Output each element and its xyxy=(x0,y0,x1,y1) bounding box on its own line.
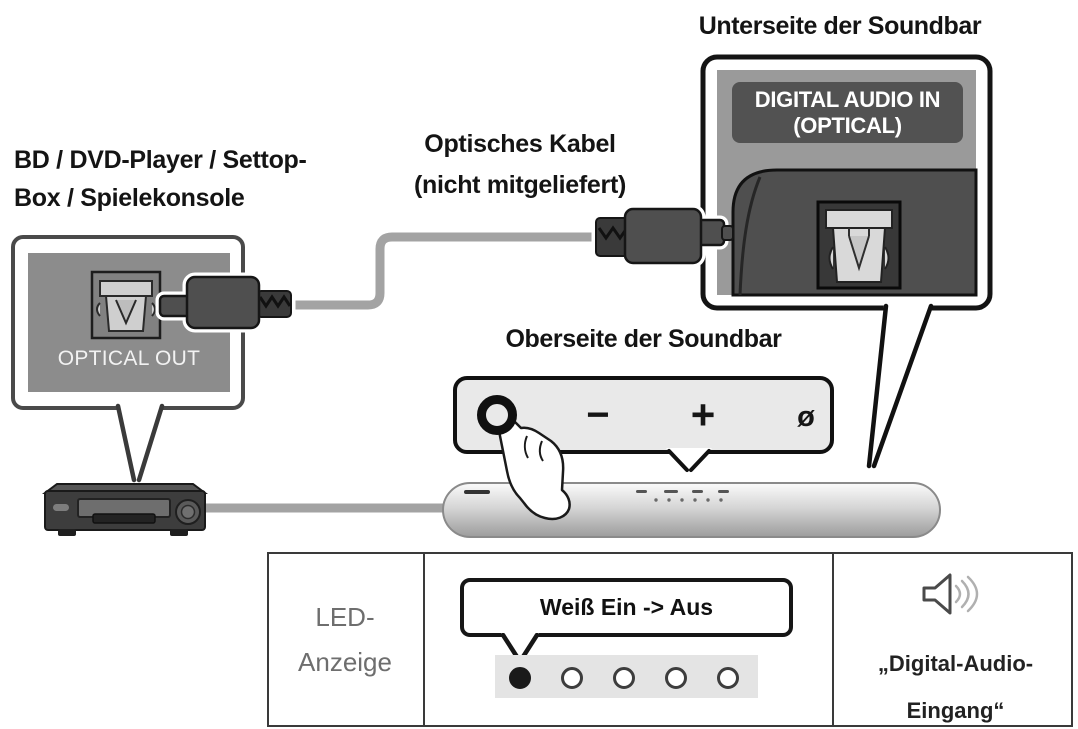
panel-pointer xyxy=(666,448,712,472)
optical-cable-label: Optisches Kabel (nicht mitgeliefert) xyxy=(370,124,670,206)
digital-audio-in-label-line2: (OPTICAL) xyxy=(793,112,902,138)
multifunction-button xyxy=(477,395,517,435)
digital-audio-in-box xyxy=(700,54,993,311)
mic-off-button: ø xyxy=(797,400,815,433)
led-2 xyxy=(561,667,583,689)
pointing-hand-icon xyxy=(498,417,571,521)
led-1 xyxy=(509,667,531,689)
volume-down-button: − xyxy=(586,392,610,437)
source-mode-name-line2: Eingang“ xyxy=(906,698,1005,723)
led-indicator-label-line2: Anzeige xyxy=(298,646,392,677)
speaker-icon xyxy=(922,573,979,615)
led-5 xyxy=(717,667,739,689)
optical-box-pointer xyxy=(115,403,165,483)
optical-out-label: OPTICAL OUT xyxy=(57,347,201,370)
source-device-label: BD / DVD-Player / Settop- Box / Spieleko… xyxy=(14,141,484,217)
source-device-label-line1: BD / DVD-Player / Settop- xyxy=(14,146,307,174)
digital-audio-in-label: DIGITAL AUDIO IN (OPTICAL) xyxy=(732,82,963,143)
digital-in-port-icon xyxy=(816,200,902,290)
optical-plug-left xyxy=(155,272,296,333)
source-mode-name-line1: „Digital-Audio- xyxy=(877,651,1034,676)
led-state-bubble-text: Weiß Ein -> Aus xyxy=(539,594,714,620)
optical-plug-right xyxy=(591,204,734,268)
optical-out-box xyxy=(11,235,245,410)
optical-cable-label-line2: (nicht mitgeliefert) xyxy=(413,171,627,199)
dvd-player xyxy=(42,483,208,536)
table-divider-1 xyxy=(423,552,425,727)
optical-cable xyxy=(290,232,600,310)
volume-up-button: + xyxy=(690,391,716,438)
optical-out-port-icon xyxy=(90,270,162,340)
underside-title: Unterseite der Soundbar xyxy=(698,12,982,40)
control-panel xyxy=(453,376,834,454)
led-4 xyxy=(665,667,687,689)
optical-cable-label-line1: Optisches Kabel xyxy=(424,130,616,158)
digital-audio-in-label-line1: DIGITAL AUDIO IN xyxy=(754,86,941,112)
led-indicator-label: LED- Anzeige xyxy=(267,552,423,727)
led-3 xyxy=(613,667,635,689)
led-state-bubble: Weiß Ein -> Aus xyxy=(460,578,793,637)
led-indicator-label-line1: LED- xyxy=(315,601,375,632)
source-device-label-line2: Box / Spielekonsole xyxy=(14,184,245,212)
digital-box-pointer xyxy=(866,303,934,469)
source-mode-name: „Digital-Audio- Eingang“ xyxy=(836,640,1075,729)
topside-title: Oberseite der Soundbar xyxy=(505,325,782,353)
table-divider-2 xyxy=(832,552,834,727)
